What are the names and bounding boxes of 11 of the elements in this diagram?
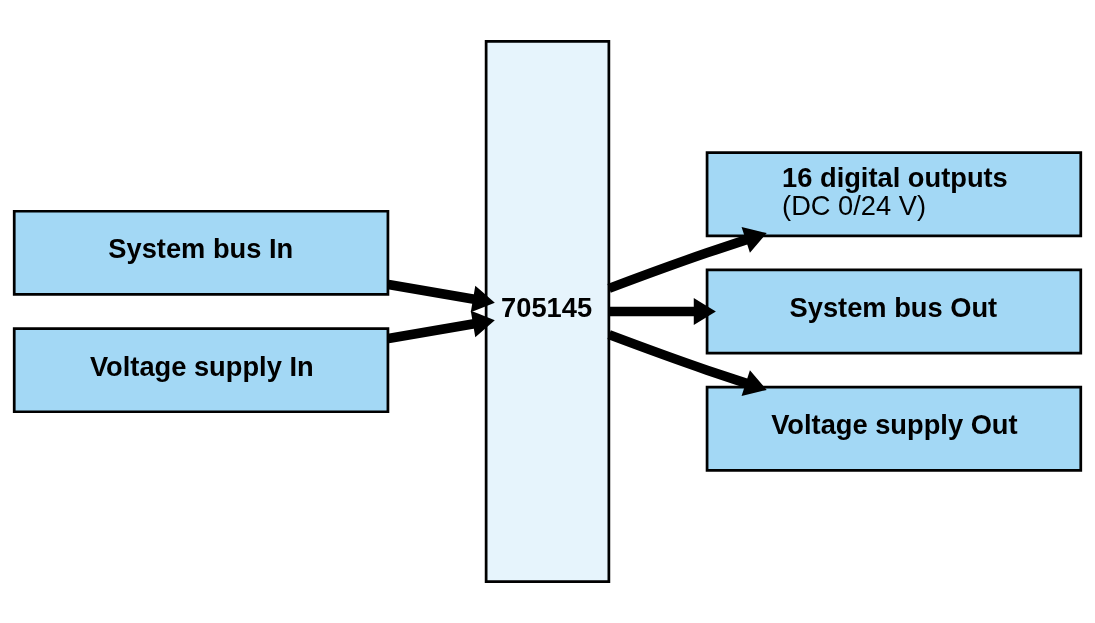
arrow: [607, 227, 767, 293]
node-box: 705145: [484, 40, 611, 583]
node-box: System bus In: [12, 209, 390, 296]
arrow: [387, 279, 495, 313]
arrow: [609, 297, 716, 326]
arrow: [387, 310, 495, 344]
node-box: Voltage supply Out: [705, 385, 1083, 472]
node-box: System bus Out: [705, 268, 1083, 355]
node-box: Voltage supply In: [12, 327, 390, 414]
arrow: [607, 330, 767, 396]
node-box: 16 digital outputs (DC 0/24 V): [705, 151, 1083, 238]
